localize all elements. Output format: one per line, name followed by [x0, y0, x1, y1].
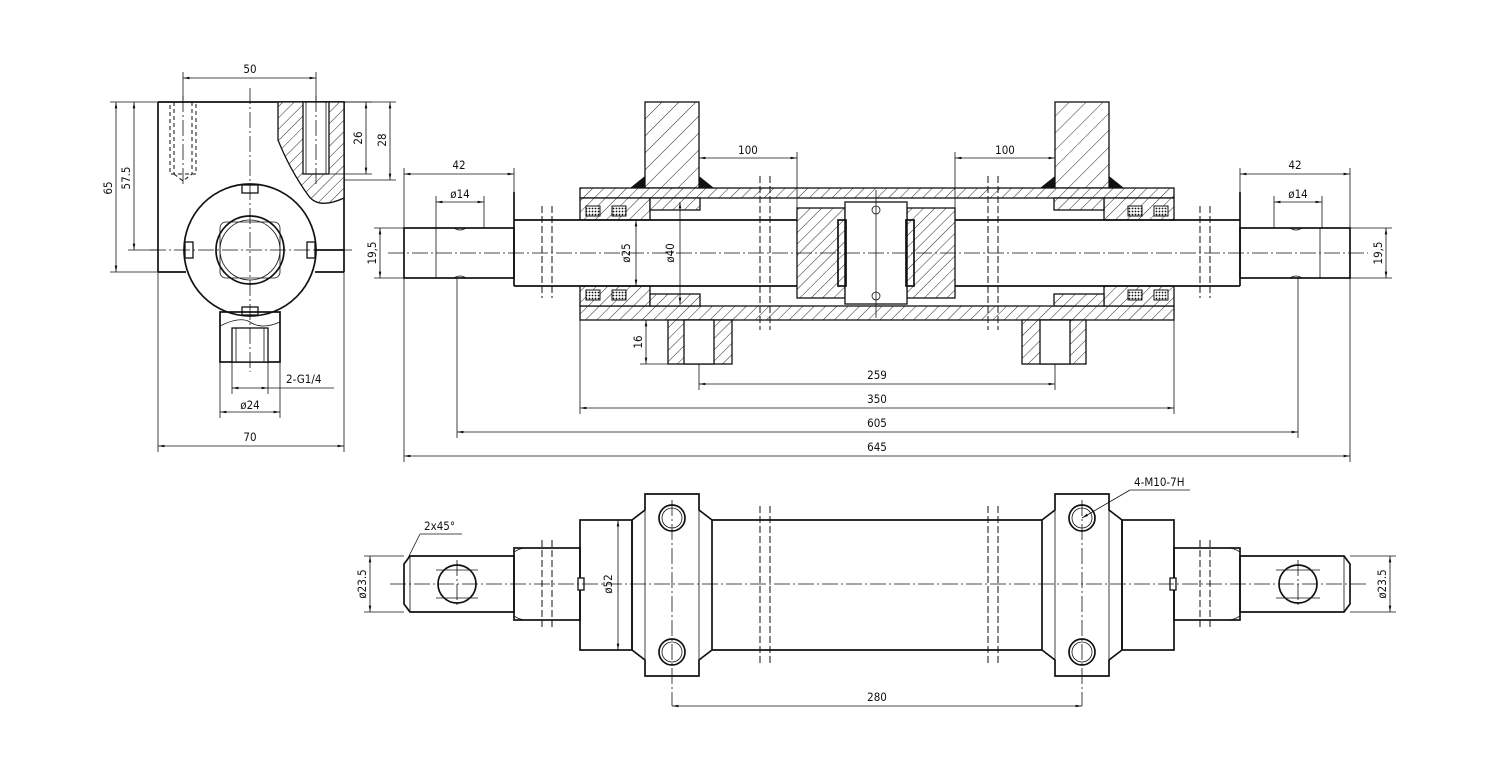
dim-350: 350	[867, 392, 887, 406]
dim-phi14-left: ø14	[450, 187, 470, 201]
dim-645: 645	[867, 440, 887, 454]
dim-28: 28	[375, 133, 389, 146]
dim-57-5: 57.5	[119, 166, 133, 189]
dim-42-right: 42	[1288, 158, 1301, 172]
dim-chamfer: 2x45°	[424, 519, 455, 533]
dim-70: 70	[243, 430, 256, 444]
dim-259: 259	[867, 368, 887, 382]
dim-phi24: ø24	[240, 398, 260, 412]
dim-100-left: 100	[738, 143, 758, 157]
dim-phi40: ø40	[663, 243, 677, 263]
plan-view: 2x45° ø23.5 ø23.5 ø52 4-M10-7H 280	[355, 475, 1396, 708]
section-view: 42 42 ø14 ø14 19,5 19,5 ø25 ø40 100 100	[365, 101, 1392, 462]
dim-phi14-right: ø14	[1288, 187, 1308, 201]
dim-g14: 2-G1/4	[286, 372, 321, 386]
dim-65: 65	[101, 181, 115, 194]
dim-280: 280	[867, 690, 887, 704]
dim-16: 16	[631, 335, 645, 348]
end-view: 50 26 28 65 57.5 2-G1/4 ø24 70	[101, 62, 396, 452]
dim-m10: 4-M10-7H	[1134, 475, 1185, 489]
dim-phi52: ø52	[601, 574, 615, 594]
dim-42-left: 42	[452, 158, 465, 172]
dim-19-5-left: 19,5	[365, 241, 379, 264]
dim-phi23-5-left: ø23.5	[355, 569, 369, 598]
dim-19-5-right: 19,5	[1371, 241, 1385, 264]
dim-605: 605	[867, 416, 887, 430]
dim-100-right: 100	[995, 143, 1015, 157]
dim-26: 26	[351, 131, 365, 144]
dim-phi25: ø25	[619, 243, 633, 263]
dim-phi23-5-right: ø23.5	[1375, 569, 1389, 598]
dim-50: 50	[243, 62, 256, 76]
